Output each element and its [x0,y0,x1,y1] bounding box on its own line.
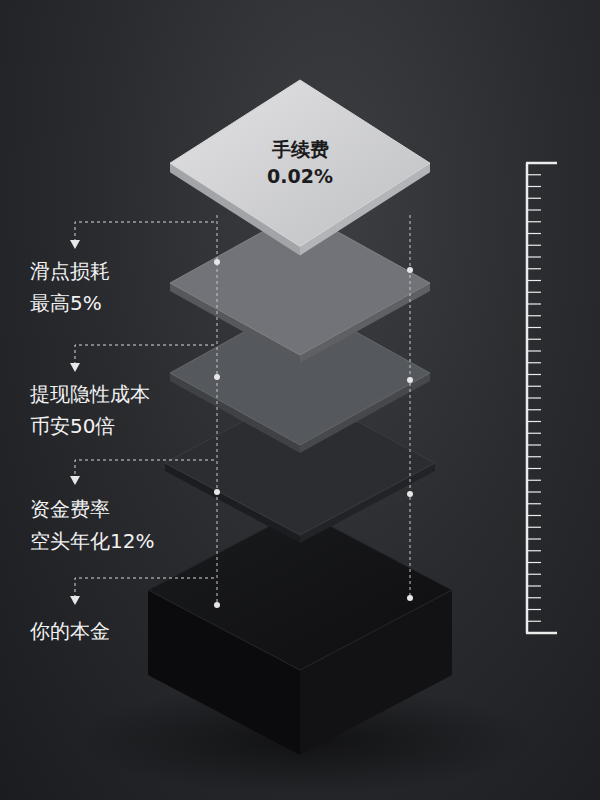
plate-label: 手续费 0.02% [267,136,333,189]
ruler-tick [527,515,541,516]
ruler-tick [527,233,541,234]
ruler-tick [527,527,541,528]
ruler-tick [527,268,541,269]
ruler-tick [527,444,541,445]
ruler-tick [527,480,541,481]
ruler-tick [527,433,541,434]
ruler-tick [527,292,541,293]
ruler-tick [527,256,541,257]
ruler-tick [527,350,541,351]
ruler-tick [527,315,541,316]
ruler-tick [527,221,541,222]
ruler-tick [527,362,541,363]
ruler-tick [527,303,541,304]
ruler-tick [527,198,541,199]
ruler-tick [527,621,541,622]
ruler-tick [527,245,541,246]
ruler-tick [527,456,541,457]
ruler-tick [527,339,541,340]
ruler-tick [527,468,541,469]
callout-label: 提现隐性成本 币安50倍 [30,378,150,442]
callout-label: 滑点损耗 最高5% [30,255,110,319]
ruler-tick [527,209,541,210]
ruler-tick [527,409,541,410]
ruler-tick [527,174,541,175]
ruler-tick [527,491,541,492]
ruler-tick [527,421,541,422]
ruler-tick [527,585,541,586]
ruler-tick [527,503,541,504]
principal-block [148,510,452,755]
guide-lines [217,215,410,605]
ruler-tick [527,609,541,610]
fee-plate: 手续费 0.02% [170,80,430,255]
ruler-tick [527,574,541,575]
guide-dots [214,259,413,608]
callout-label: 你的本金 [30,615,110,647]
ruler-tick [527,374,541,375]
ruler-tick [527,597,541,598]
ruler-tick [527,386,541,387]
ruler-tick [527,538,541,539]
ruler-tick [527,562,541,563]
ruler-tick [527,550,541,551]
ruler-tick [527,327,541,328]
ruler-tick [527,397,541,398]
ruler-tick [527,186,541,187]
ruler-scale [526,163,557,633]
callout-label: 资金费率 空头年化12% [30,493,154,557]
ruler-tick [527,280,541,281]
